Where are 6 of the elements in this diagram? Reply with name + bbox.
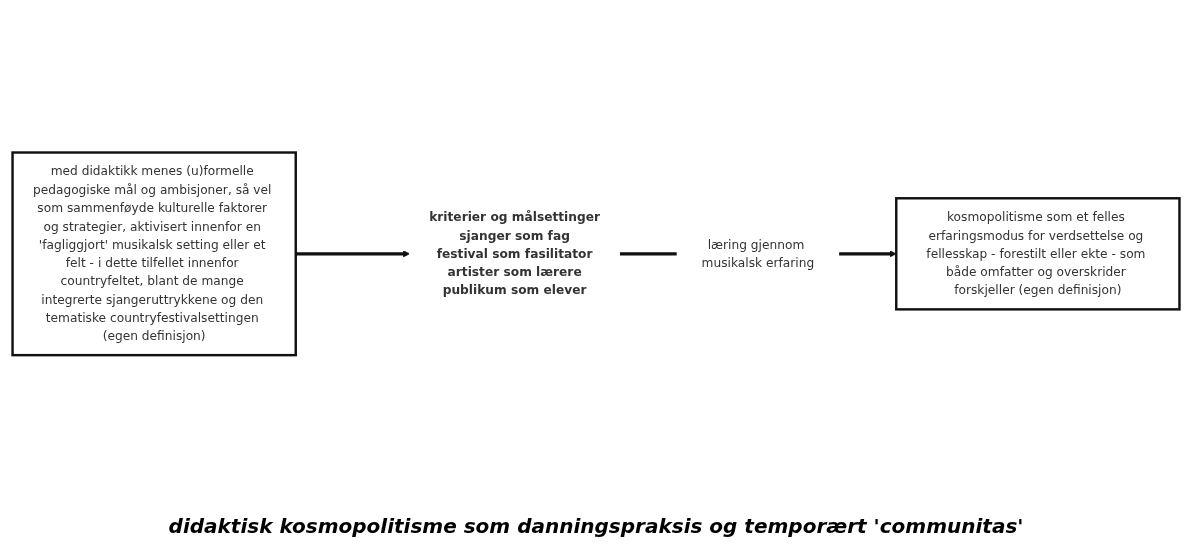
arrow bbox=[295, 250, 410, 258]
caption: didaktisk kosmopolitisme som danningspraksis og temporært 'communitas' bbox=[168, 514, 1024, 538]
edge-label: læring gjennom musikalsk erfaring bbox=[701, 237, 815, 271]
node-box: med didaktikk menes (u)formelle pedagogiske mål og ambisjoner, så vel som sammenføyde kulturelle faktorer og strategier, aktivisert innenfor en 'fagliggjort' musikalsk setting eller et felt - i dette tilfellet innenfor countryfeltet, blant de mange integrerte sjangeruttrykkene og den tematiske countryfestivalsettingen (egen definisjon) bbox=[11, 151, 297, 357]
node-text: kriterier og målsettinger sjanger som fag festival som fasilitator artister som lærere publikum som elever bbox=[429, 209, 601, 298]
node-box: kosmopolitisme som et felles erfaringsmodus for verdsettelse og fellesskap - forestilt eller ekte - som både omfatter og overskrider forskjeller (egen definisjon) bbox=[895, 197, 1181, 311]
